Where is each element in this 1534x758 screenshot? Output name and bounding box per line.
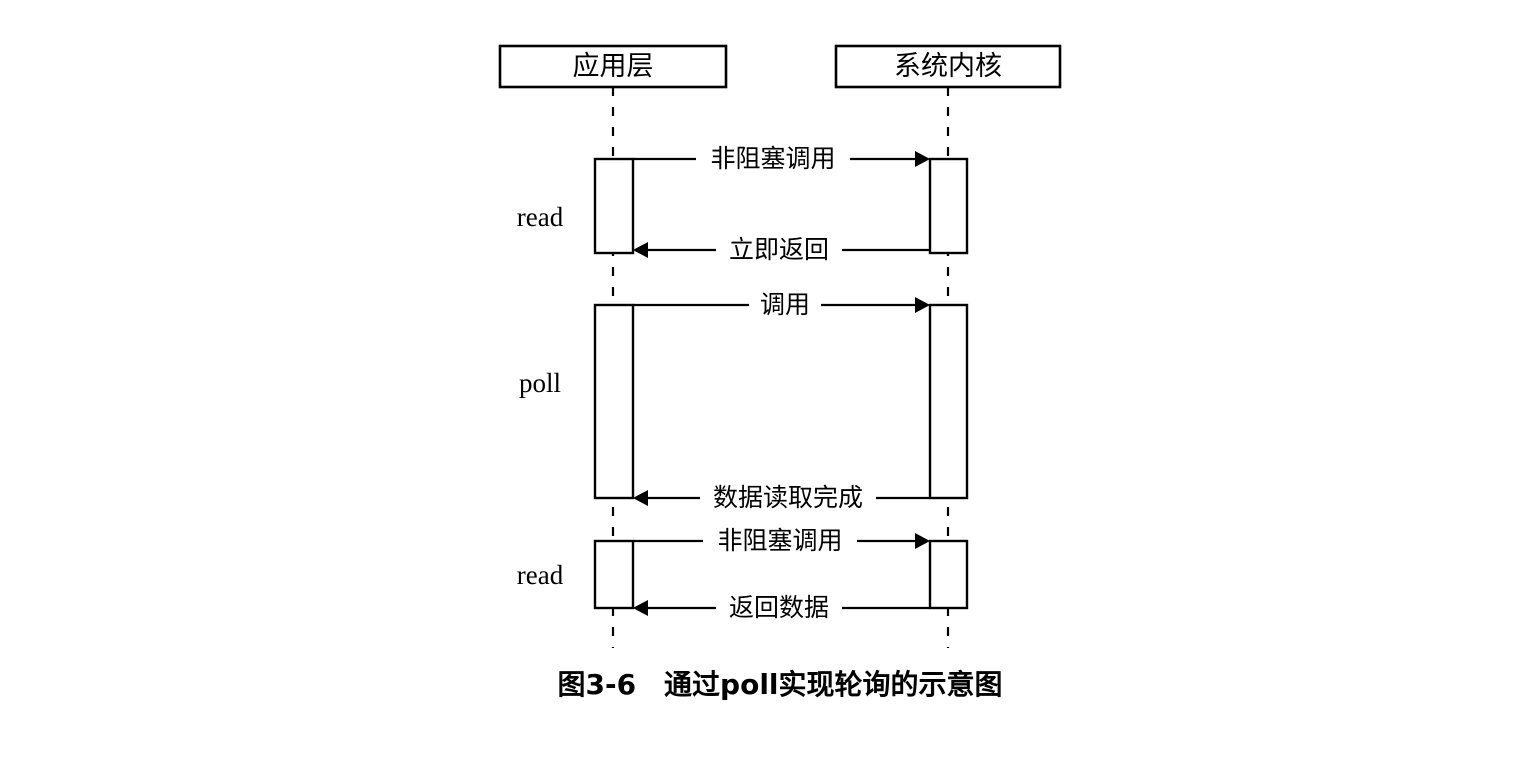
msg-data-read-complete-arrowhead-icon: [633, 490, 648, 506]
activation-bar-app-read-1: [593, 157, 635, 255]
msg-return-data-label: 返回数据: [729, 593, 829, 622]
participant-label-app: 应用层: [573, 51, 654, 82]
caption-layer: 图3-6 通过poll实现轮询的示意图: [557, 668, 1002, 701]
msg-nonblocking-call-1-label: 非阻塞调用: [710, 144, 835, 173]
lifelines-layer: 应用层 系统内核: [498, 44, 1062, 648]
participant-kernel: 系统内核: [834, 44, 1062, 648]
activation-bar-app-read-2: [593, 539, 635, 610]
msg-data-read-complete: 数据读取完成: [633, 483, 930, 512]
msg-call: 调用: [633, 290, 930, 319]
group-label-read-2: read: [517, 560, 564, 590]
msg-return-immediately-arrowhead-icon: [633, 242, 648, 258]
msg-return-data: 返回数据: [633, 593, 930, 622]
participant-app: 应用层: [498, 44, 728, 648]
msg-nonblocking-call-2-label: 非阻塞调用: [717, 526, 842, 555]
activation-bar-app-poll: [593, 303, 635, 500]
msg-data-read-complete-label: 数据读取完成: [713, 483, 863, 512]
activation-bar-kernel-poll: [928, 303, 969, 500]
msg-return-data-arrowhead-icon: [633, 600, 648, 616]
msg-call-arrowhead-icon: [915, 297, 930, 313]
group-label-read-1: read: [517, 202, 564, 232]
msg-nonblocking-call-2-arrowhead-icon: [915, 533, 930, 549]
participant-box-kernel: [834, 44, 1062, 89]
participant-label-kernel: 系统内核: [894, 51, 1002, 82]
activation-bar-kernel-read-2: [928, 539, 969, 610]
msg-nonblocking-call-2: 非阻塞调用: [633, 526, 930, 555]
group-labels-layer: read poll read: [517, 202, 564, 590]
activation-bar-kernel-read-1: [928, 157, 969, 255]
figure-caption: 图3-6 通过poll实现轮询的示意图: [557, 668, 1002, 701]
msg-nonblocking-call-1: 非阻塞调用: [633, 144, 930, 173]
activations-layer: [593, 157, 969, 610]
group-label-poll: poll: [519, 368, 561, 398]
msg-call-label: 调用: [760, 290, 810, 319]
msg-return-immediately: 立即返回: [633, 235, 930, 264]
msg-nonblocking-call-1-arrowhead-icon: [915, 151, 930, 167]
msg-return-immediately-label: 立即返回: [729, 235, 829, 264]
participant-box-app: [498, 44, 728, 89]
